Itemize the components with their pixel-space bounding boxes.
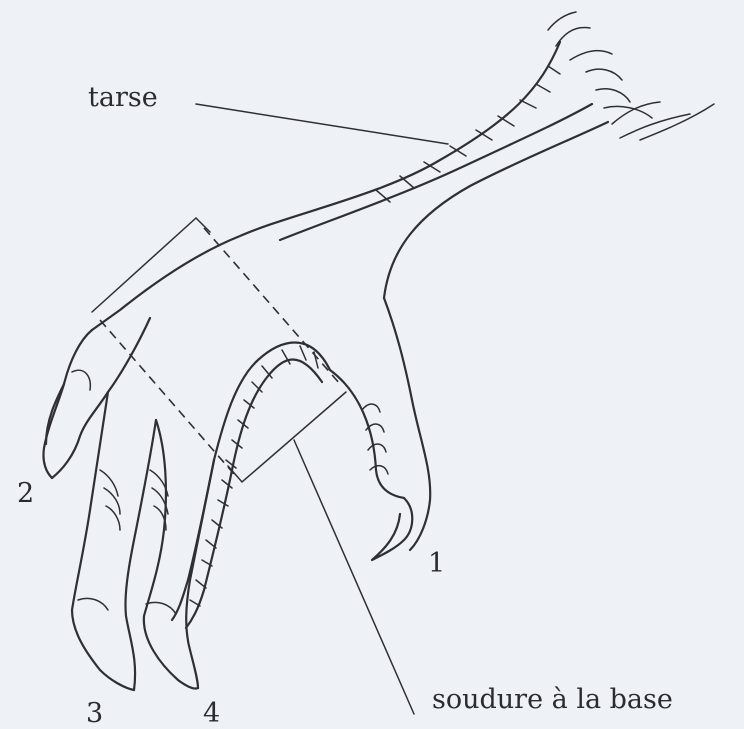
toe-1-label: 1: [428, 550, 445, 577]
toe-4-label: 4: [203, 700, 220, 727]
fusion-dashed-line: [100, 320, 234, 474]
toe-3-shape: [72, 392, 156, 690]
toe-3-label: 3: [86, 700, 103, 727]
fusion-bracket-upper: [92, 218, 210, 312]
toe-4-shape: [144, 420, 214, 689]
tarsus-leader-line: [196, 104, 448, 144]
toe-2-shape: [43, 318, 150, 478]
fusion-label: soudure à la base: [432, 686, 673, 713]
fusion-dashed-line-2: [204, 228, 340, 384]
tarsus-label: tarse: [88, 84, 158, 111]
toe-2-label: 2: [17, 480, 34, 507]
web-fusion-shape: [172, 343, 330, 629]
fusion-bracket-lower: [228, 392, 346, 482]
toe-1-shape: [330, 298, 430, 560]
fusion-leader-line: [294, 440, 414, 714]
tarsus-shape: [92, 12, 714, 330]
